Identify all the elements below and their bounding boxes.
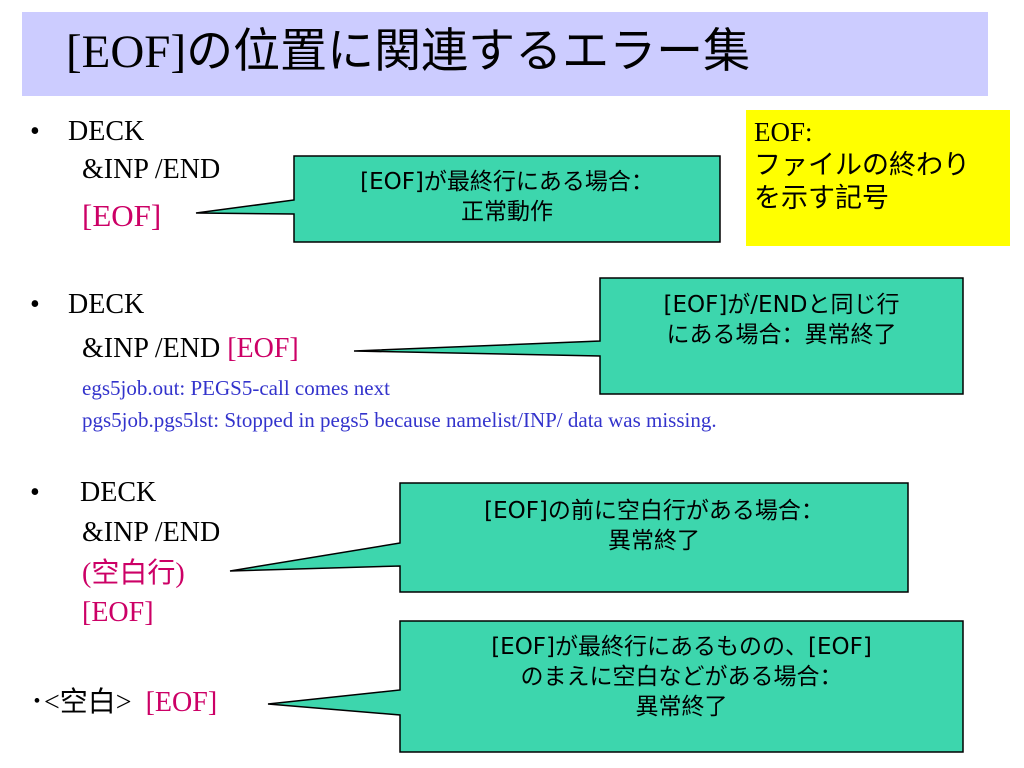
section3-inp: &INP /END <box>82 517 221 548</box>
section4-label: <空白> <box>44 687 146 718</box>
bullet-3: • <box>30 477 40 508</box>
section3-blank-line: (空白行) <box>82 558 185 589</box>
section2-eof: [EOF] <box>227 333 299 364</box>
bullet-1: • <box>30 116 40 147</box>
section3-deck: DECK <box>80 477 157 508</box>
callout-shape-4 <box>267 620 964 753</box>
callout-text-1: [EOF]が最終行にある場合： 正常動作 <box>294 167 720 227</box>
callout-shape-1 <box>195 155 721 243</box>
section2-inp-line: &INP /END [EOF] <box>82 333 299 365</box>
section2-error-2: pgs5job.pgs5lst: Stopped in pegs5 becaus… <box>82 408 717 432</box>
section1-deck: DECK <box>68 116 145 147</box>
title-bar <box>22 12 988 96</box>
page-title: [EOF]の位置に関連するエラー集 <box>66 26 751 78</box>
callout-text-2: [EOF]が/ENDと同じ行 にある場合：異常終了 <box>600 290 963 350</box>
section1-inp: &INP /END <box>82 154 221 185</box>
section4-bullet: ･ <box>30 687 45 718</box>
callout-4-line-2: のまえに空白などがある場合： <box>520 664 843 690</box>
callout-text-4: [EOF]が最終行にあるものの、[EOF] のまえに空白などがある場合： 異常終… <box>400 632 963 722</box>
callout-3-line-1: [EOF]の前に空白行がある場合： <box>484 498 824 524</box>
section4-line: ･<空白> [EOF] <box>30 687 217 719</box>
callout-shape-2 <box>353 277 964 395</box>
note-line-2: ファイルの終わり <box>754 150 970 181</box>
callout-2-line-1: [EOF]が/ENDと同じ行 <box>663 292 900 318</box>
section4-eof: [EOF] <box>145 687 218 718</box>
section2-deck: DECK <box>68 289 145 320</box>
section1-eof: [EOF] <box>82 198 162 233</box>
callout-text-3: [EOF]の前に空白行がある場合： 異常終了 <box>400 496 908 556</box>
callout-4-line-3: 異常終了 <box>635 694 728 720</box>
callout-4-line-1: [EOF]が最終行にあるものの、[EOF] <box>491 634 872 660</box>
bullet-2: • <box>30 289 40 320</box>
note-line-3: を示す記号 <box>754 183 889 214</box>
callout-1-line-1: [EOF]が最終行にある場合： <box>360 169 654 195</box>
section2-inp: &INP /END <box>82 333 228 364</box>
eof-definition-note: EOF: ファイルの終わり を示す記号 <box>746 110 1010 246</box>
callout-2-line-2: にある場合：異常終了 <box>666 322 897 348</box>
callout-3-line-2: 異常終了 <box>608 528 700 554</box>
note-line-1: EOF: <box>754 117 813 147</box>
callout-shape-3 <box>229 482 909 593</box>
section3-eof: [EOF] <box>82 597 154 628</box>
callout-1-line-2: 正常動作 <box>461 199 553 225</box>
section2-error-1: egs5job.out: PEGS5-call comes next <box>82 376 390 400</box>
